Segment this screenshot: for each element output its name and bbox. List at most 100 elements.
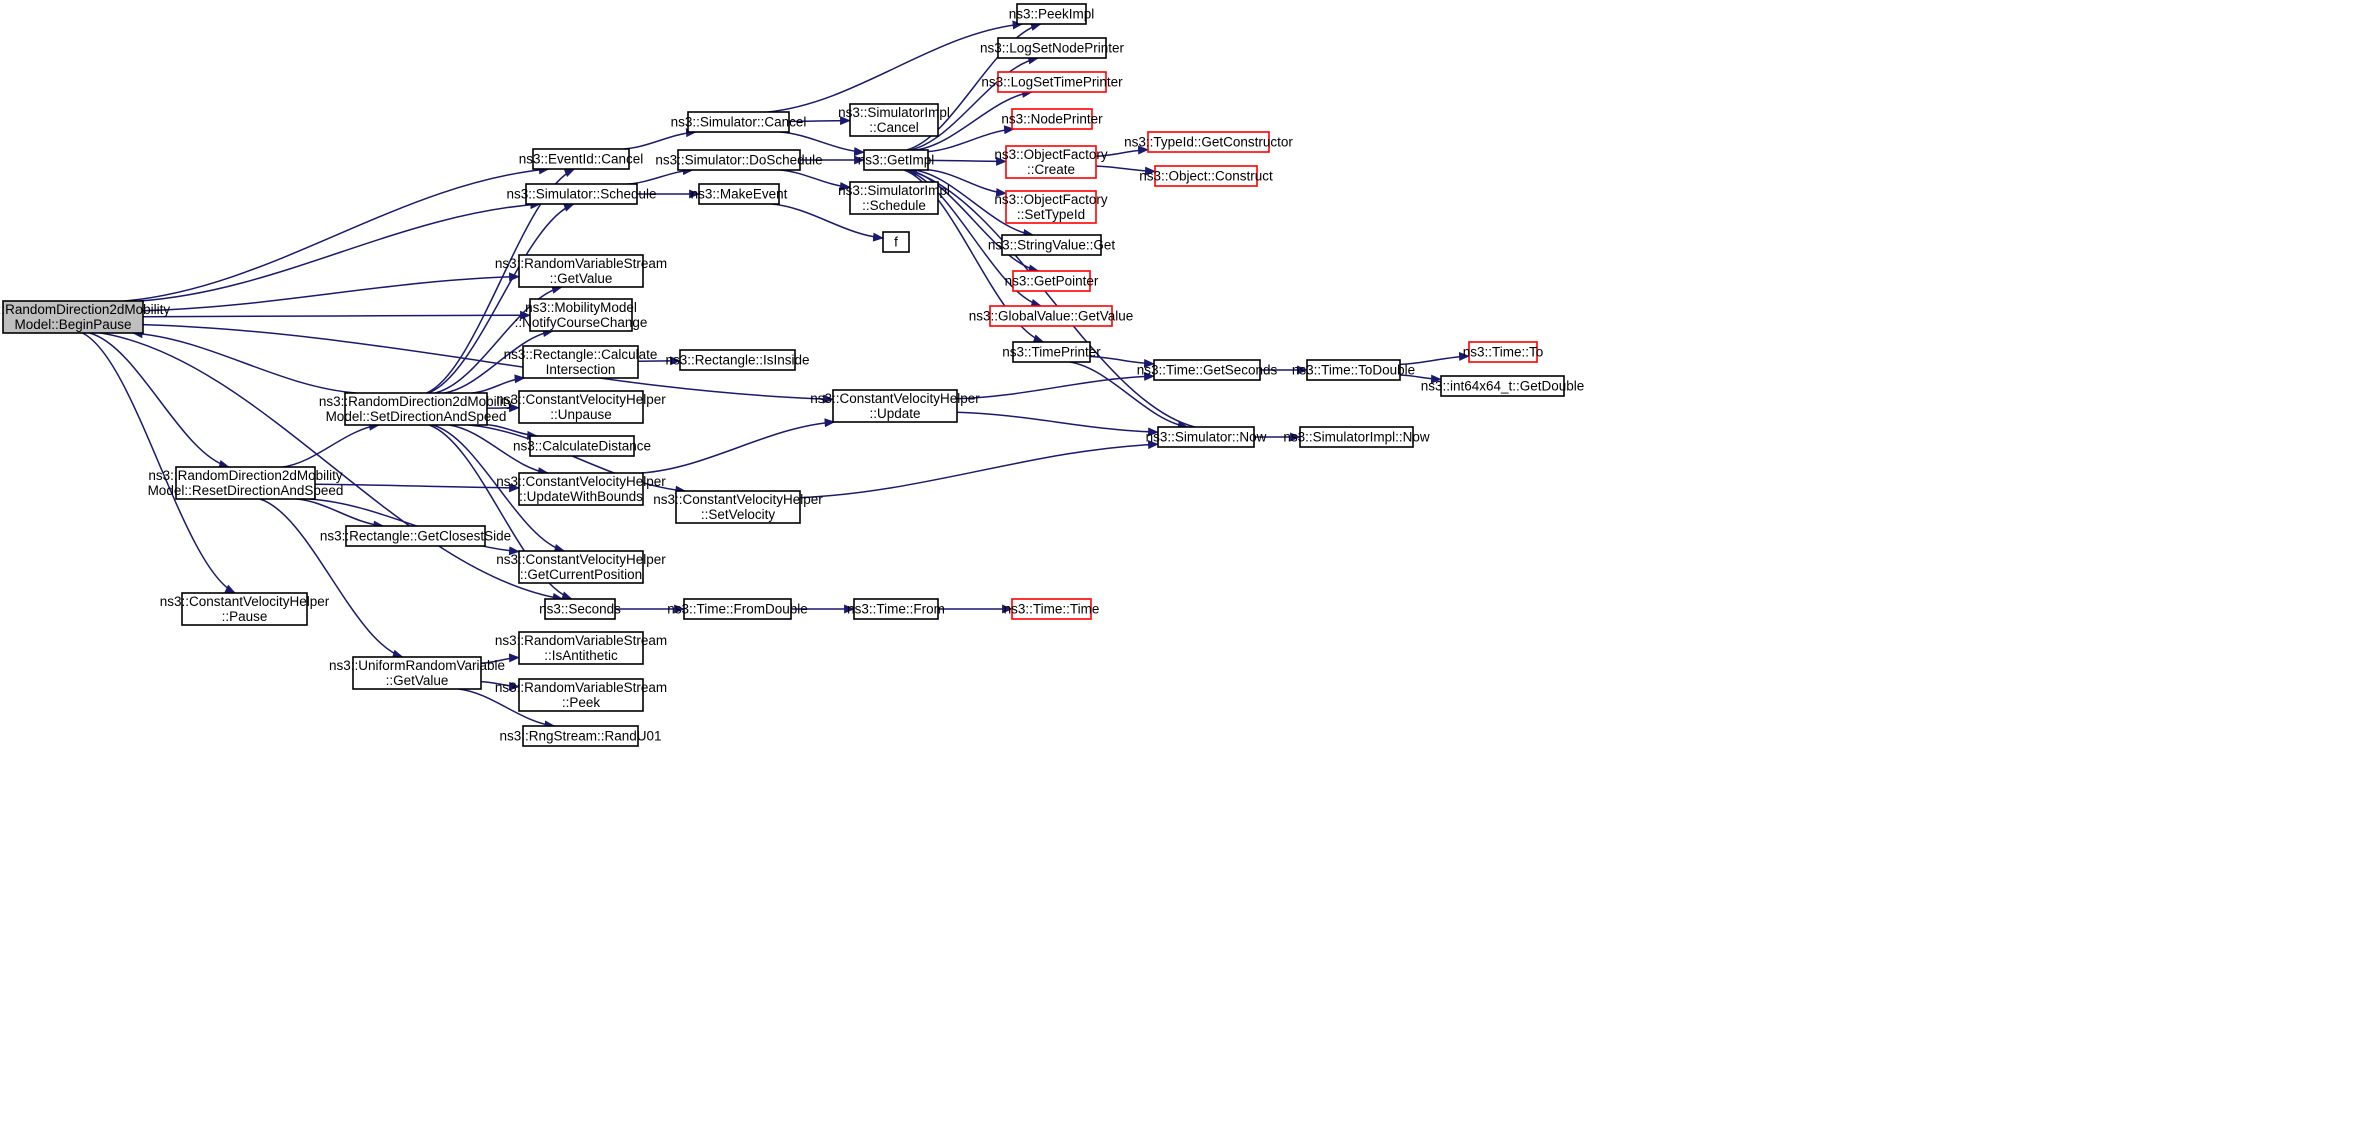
node-rngrand[interactable]: ns3::RngStream::RandU01 [499, 725, 662, 747]
node-timetime[interactable]: ns3::Time::Time [1004, 598, 1100, 620]
edge-todouble-to-timeto [1399, 351, 1470, 366]
node-strget[interactable]: ns3::StringValue::Get [988, 234, 1116, 256]
node-int64[interactable]: ns3::int64x64_t::GetDouble [1421, 375, 1585, 397]
node-label-line-1: ns3::SimulatorImpl [838, 105, 950, 120]
node-gvget[interactable]: ns3::GlobalValue::GetValue [969, 305, 1134, 327]
node-cvupdate[interactable]: ns3::ConstantVelocityHelper::Update [810, 389, 980, 423]
node-label-line-2: ::Peek [562, 695, 601, 710]
node-rvsanti[interactable]: ns3::RandomVariableStream::IsAntithetic [495, 631, 667, 665]
node-box [1306, 359, 1401, 381]
node-peekimpl[interactable]: ns3::PeekImpl [1009, 3, 1095, 25]
edge-reset-to-rectclosest [296, 498, 385, 530]
node-cvupdbounds[interactable]: ns3::ConstantVelocityHelper::UpdateWithB… [496, 472, 666, 506]
node-label-line-1: ns3::Time::Time [1004, 602, 1100, 617]
node-label-line-1: ns3::Object::Construct [1139, 169, 1273, 184]
node-simcancel[interactable]: ns3::Simulator::Cancel [671, 111, 807, 133]
edge-simcancel-to-simimplcancel [788, 116, 851, 126]
node-box [532, 148, 630, 170]
node-mmnotify[interactable]: ns3::MobilityModel::NotifyCourseChange [515, 298, 648, 332]
edge-setdir-to-rectcalc [471, 374, 526, 394]
node-ofcreate[interactable]: ns3::ObjectFactory::Create [994, 145, 1108, 179]
node-label-line-1: ns3::ConstantVelocityHelper [496, 552, 666, 567]
node-getimpl[interactable]: ns3::GetImpl [858, 149, 935, 171]
node-label-line-1: ns3::NodePrinter [1001, 112, 1103, 127]
node-box [1147, 131, 1270, 153]
edge-setdir-to-seconds [428, 424, 573, 600]
node-logtime[interactable]: ns3::LogSetTimePrinter [981, 71, 1123, 93]
edge-simsched-to-simdosched [627, 166, 694, 185]
node-box [352, 656, 482, 690]
node-label-line-1: ns3::Time::GetSeconds [1137, 363, 1278, 378]
node-box [1001, 234, 1102, 256]
node-urvget[interactable]: ns3::UniformRandomVariable::GetValue [329, 656, 505, 690]
node-box [525, 183, 638, 205]
node-box [1012, 270, 1091, 292]
node-getseconds[interactable]: ns3::Time::GetSeconds [1137, 359, 1278, 381]
node-box [344, 392, 488, 426]
node-timeprinter[interactable]: ns3::TimePrinter [1002, 341, 1101, 363]
node-label-line-2: ::SetTypeId [1017, 207, 1085, 222]
node-box [518, 550, 644, 584]
node-rvspeek[interactable]: ns3::RandomVariableStream::Peek [495, 678, 667, 712]
node-label-line-2: ::NotifyCourseChange [515, 315, 648, 330]
node-label-line-1: ns3::SimulatorImpl::Now [1283, 430, 1430, 445]
node-todouble[interactable]: ns3::Time::ToDouble [1292, 359, 1415, 381]
node-label-line-1: ns3::Time::ToDouble [1292, 363, 1415, 378]
node-lognode[interactable]: ns3::LogSetNodePrinter [980, 37, 1125, 59]
node-rectinside[interactable]: ns3::Rectangle::IsInside [665, 349, 810, 371]
node-nodeprinter[interactable]: ns3::NodePrinter [1001, 108, 1103, 130]
edge-begin-to-seconds [100, 332, 564, 602]
node-box [518, 678, 644, 712]
node-box [2, 300, 144, 334]
node-timefrom[interactable]: ns3::Time::From [847, 598, 945, 620]
node-seconds[interactable]: ns3::Seconds [539, 598, 621, 620]
edge-reset-to-urvget [259, 498, 404, 659]
node-label-line-1: ns3::ConstantVelocityHelper [496, 474, 666, 489]
node-simimplsched[interactable]: ns3::SimulatorImpl::Schedule [838, 181, 950, 215]
node-cvpause[interactable]: ns3::ConstantVelocityHelper::Pause [160, 592, 330, 626]
node-evcancel[interactable]: ns3::EventId::Cancel [519, 148, 644, 170]
node-simimplcancel[interactable]: ns3::SimulatorImpl::Cancel [838, 103, 950, 137]
node-label-line-2: ::SetVelocity [701, 507, 776, 522]
node-label-line-2: Model::ResetDirectionAndSpeed [148, 483, 344, 498]
node-box [997, 71, 1107, 93]
node-ofsettype[interactable]: ns3::ObjectFactory::SetTypeId [994, 190, 1108, 224]
node-cvgetpos[interactable]: ns3::ConstantVelocityHelper::GetCurrentP… [496, 550, 666, 584]
edge-getimpl-to-peekimpl [906, 22, 1042, 151]
node-cvunpause[interactable]: ns3::ConstantVelocityHelper::Unpause [496, 390, 666, 424]
node-label-line-1: ns3::ConstantVelocityHelper [653, 492, 823, 507]
node-calcdist[interactable]: ns3::CalculateDistance [513, 435, 651, 457]
node-box [1153, 359, 1261, 381]
edge-begin-to-cvupdate [142, 323, 834, 404]
node-reset[interactable]: ns3::RandomDirection2dMobilityModel::Res… [148, 466, 344, 500]
node-rectclosest[interactable]: ns3::Rectangle::GetClosestSide [320, 525, 511, 547]
edge-timeprinter-to-getseconds [1089, 355, 1155, 369]
node-objconstruct[interactable]: ns3::Object::Construct [1139, 165, 1273, 187]
node-box [1016, 3, 1087, 25]
node-rvsget[interactable]: ns3::RandomVariableStream::GetValue [495, 254, 667, 288]
edge-ofcreate-to-typeidctor [1095, 145, 1149, 158]
node-simimplnow[interactable]: ns3::SimulatorImpl::Now [1283, 426, 1430, 448]
node-cvsetvel[interactable]: ns3::ConstantVelocityHelper::SetVelocity [653, 490, 823, 524]
node-label-line-2: ::Schedule [862, 198, 926, 213]
node-simsched[interactable]: ns3::Simulator::Schedule [506, 183, 657, 205]
edge-begin-to-cvpause [82, 332, 236, 594]
node-timefromdouble[interactable]: ns3::Time::FromDouble [667, 598, 808, 620]
node-label-line-1: ns3::StringValue::Get [988, 238, 1116, 253]
node-label-line-1: ns3::RandomDirection2dMobility [148, 468, 343, 483]
edge-reset-to-cvupdbounds [314, 483, 520, 493]
node-simnow[interactable]: ns3::Simulator::Now [1146, 426, 1267, 448]
node-timeto[interactable]: ns3::Time::To [1463, 341, 1544, 363]
node-box [1005, 190, 1097, 224]
node-typeidctor[interactable]: ns3::TypeId::GetConstructor [1124, 131, 1293, 153]
node-setdir[interactable]: ns3::RandomDirection2dMobilityModel::Set… [319, 392, 514, 426]
node-makeevent[interactable]: ns3::MakeEvent [691, 183, 788, 205]
node-simdosched[interactable]: ns3::Simulator::DoSchedule [655, 149, 823, 171]
edge-begin-to-simsched [139, 200, 542, 302]
node-getpointer[interactable]: ns3::GetPointer [1005, 270, 1099, 292]
edge-cvupdate-to-getseconds [956, 371, 1155, 400]
node-f[interactable]: f [882, 231, 910, 253]
node-label-line-1: ns3::GetPointer [1005, 274, 1099, 289]
node-label-line-2: Model::SetDirectionAndSpeed [326, 409, 507, 424]
